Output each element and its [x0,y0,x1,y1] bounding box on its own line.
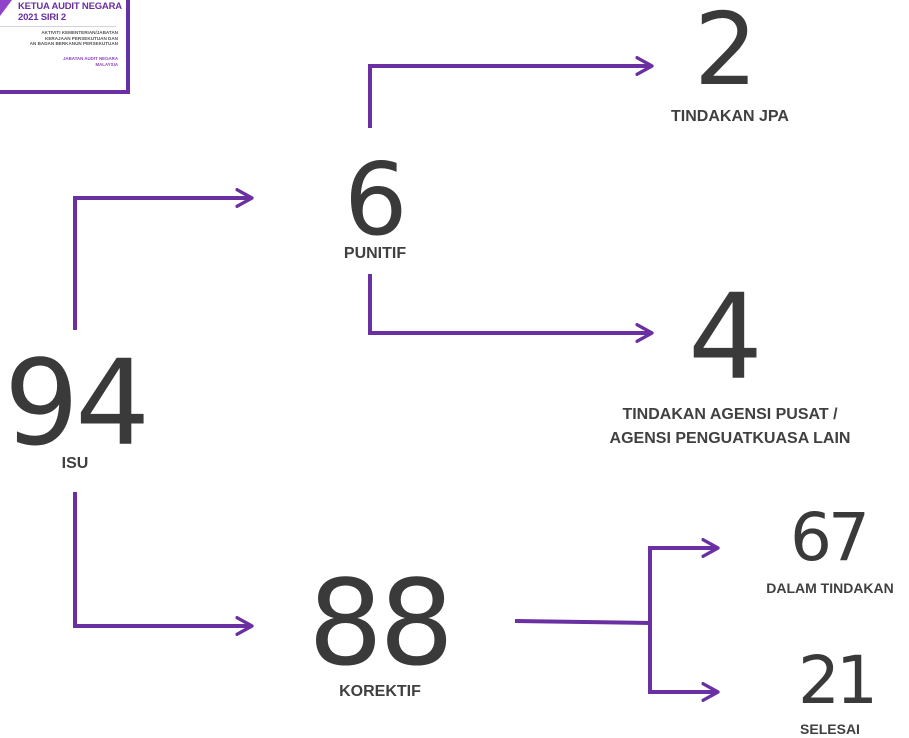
punitif-label: PUNITIF [343,245,407,262]
isu-count: 94 [4,334,150,472]
korektif-label: KOREKTIF [339,683,421,700]
dalam-tindakan-label: DALAM TINDAKAN [766,580,894,596]
arrow-punitif-to-agensi [368,274,654,343]
arrow-korektif-to-dalam [648,538,720,623]
dalam-tindakan-count: 67 [790,499,870,576]
jpa-count: 2 [694,0,758,108]
selesai-label: SELESAI [800,721,860,737]
jpa-label: TINDAKAN JPA [671,108,789,125]
cover-triangle-icon [0,0,12,16]
cover-organization: JABATAN AUDIT NEGARA MALAYSIA [62,56,118,67]
agensi-count: 4 [688,268,763,406]
selesai-count: 21 [798,642,878,719]
cover-divider [0,26,116,27]
cover-title: KETUA AUDIT NEGARA 2021 SIRI 2 [18,1,122,23]
isu-label: ISU [61,455,89,472]
cover-banner [0,0,126,24]
arrow-isu-to-korektif [73,492,254,636]
cover-title-line2: 2021 SIRI 2 [18,12,66,23]
arrow-korektif-to-selesai [648,623,720,702]
agensi-label-line2: AGENSI PENGUATKUASA LAIN [609,430,851,447]
agensi-label: TINDAKAN AGENSI PUSAT / AGENSI PENGUATKU… [555,403,905,451]
arrow-isu-to-punitif [73,188,254,330]
line-korektif-branch [514,619,651,625]
punitif-count: 6 [344,141,408,258]
korektif-count: 88 [308,554,454,692]
arrow-punitif-to-jpa [368,56,654,128]
cover-title-line1: KETUA AUDIT NEGARA [18,1,122,12]
agensi-label-line1: TINDAKAN AGENSI PUSAT / [622,406,838,423]
cover-subtitle: AKTIVITI KEMENTERIAN/JABATAN KERAJAAN PE… [29,30,118,47]
report-cover-thumbnail: KETUA AUDIT NEGARA 2021 SIRI 2 AKTIVITI … [0,0,130,94]
